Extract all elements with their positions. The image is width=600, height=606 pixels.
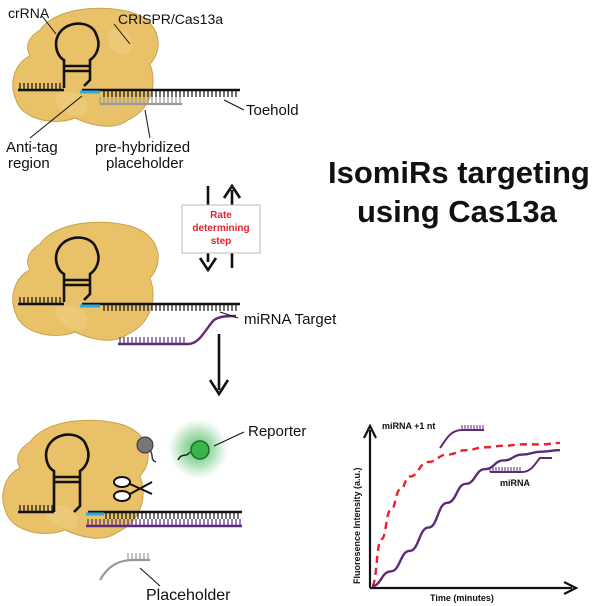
figure-title-line2: using Cas13a bbox=[357, 194, 558, 229]
reporter-icon bbox=[168, 419, 245, 479]
figure-title-line1: IsomiRs targeting bbox=[328, 155, 590, 190]
rate-step-box bbox=[181, 204, 261, 254]
chart-xlabel: Time (minutes) bbox=[430, 593, 494, 603]
rate-label-1: Rate bbox=[210, 210, 232, 221]
panel-top: crRNA CRISPR/Cas13a Toehold Anti-tag reg… bbox=[6, 5, 299, 172]
panel-bottom: Placeholder Reporter bbox=[2, 419, 306, 604]
crrna-hairpin bbox=[54, 22, 100, 88]
mirna-target-label: miRNA Target bbox=[244, 311, 337, 328]
scissors-icon bbox=[113, 476, 153, 502]
placeholder-label-top: placeholder bbox=[106, 155, 184, 172]
series-line-0 bbox=[370, 441, 561, 588]
placeholder-label-bottom: Placeholder bbox=[146, 587, 231, 604]
fluorescence-chart: Time (minutes) Fluoresence Intensity (a.… bbox=[352, 421, 579, 603]
mirna-target-strand bbox=[118, 314, 237, 346]
prehybridized-label: pre-hybridized bbox=[95, 139, 190, 156]
cas13a-label: CRISPR/Cas13a bbox=[118, 11, 223, 27]
series-line-1 bbox=[371, 449, 561, 588]
panel-middle: miRNA Target bbox=[12, 221, 337, 346]
equilibrium-arrows: Rate determining step bbox=[181, 183, 261, 273]
rate-label-2: determining bbox=[192, 223, 249, 234]
chart-ylabel: Fluoresence Intensity (a.u.) bbox=[352, 467, 362, 584]
legend-mirna: miRNA bbox=[500, 478, 531, 488]
released-placeholder-strand bbox=[99, 558, 150, 581]
crrna-label: crRNA bbox=[8, 5, 50, 21]
down-arrow bbox=[208, 334, 230, 397]
rate-label-3: step bbox=[211, 236, 232, 247]
reporter-label: Reporter bbox=[248, 423, 306, 440]
quencher-fragment-icon bbox=[136, 436, 157, 463]
anti-tag-label-2: region bbox=[8, 155, 50, 172]
legend-mirna-plus1: miRNA +1 nt bbox=[382, 421, 435, 431]
anti-tag-label: Anti-tag bbox=[6, 139, 58, 156]
legend-mirna-plus1-strand bbox=[439, 429, 484, 449]
toehold-label: Toehold bbox=[246, 102, 299, 119]
cas13a-protein-blob-3 bbox=[2, 419, 149, 539]
legend-mirna-strand bbox=[490, 457, 552, 473]
